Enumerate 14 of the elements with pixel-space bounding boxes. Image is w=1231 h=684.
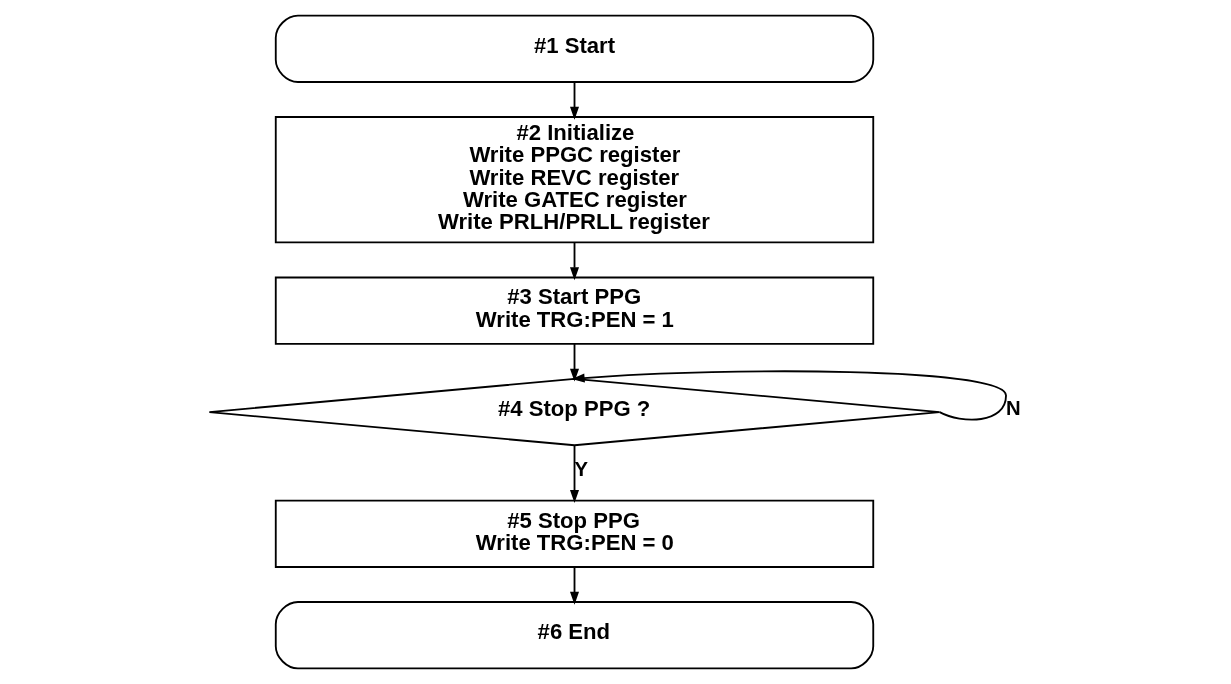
node-box: #2 Initialize Write PPGC register Write REVC register Write GATEC register Write PRLH/PRLL register	[274, 116, 874, 244]
node-box: #6 End	[274, 601, 874, 670]
arrow	[569, 242, 579, 281]
node-box: #3 Start PPG Write TRG:PEN = 1	[274, 276, 874, 345]
node-diamond: #4 Stop PPG ?	[207, 377, 941, 447]
arrow	[569, 343, 579, 382]
arrow	[569, 566, 579, 605]
node-box: #1 Start	[274, 14, 874, 83]
arrow	[569, 81, 579, 120]
arrow	[571, 370, 1007, 421]
node-box: #5 Stop PPG Write TRG:PEN = 0	[274, 499, 874, 568]
arrow	[569, 444, 579, 503]
edge-label: N	[1005, 397, 1021, 420]
edge-label: Y	[574, 458, 588, 481]
